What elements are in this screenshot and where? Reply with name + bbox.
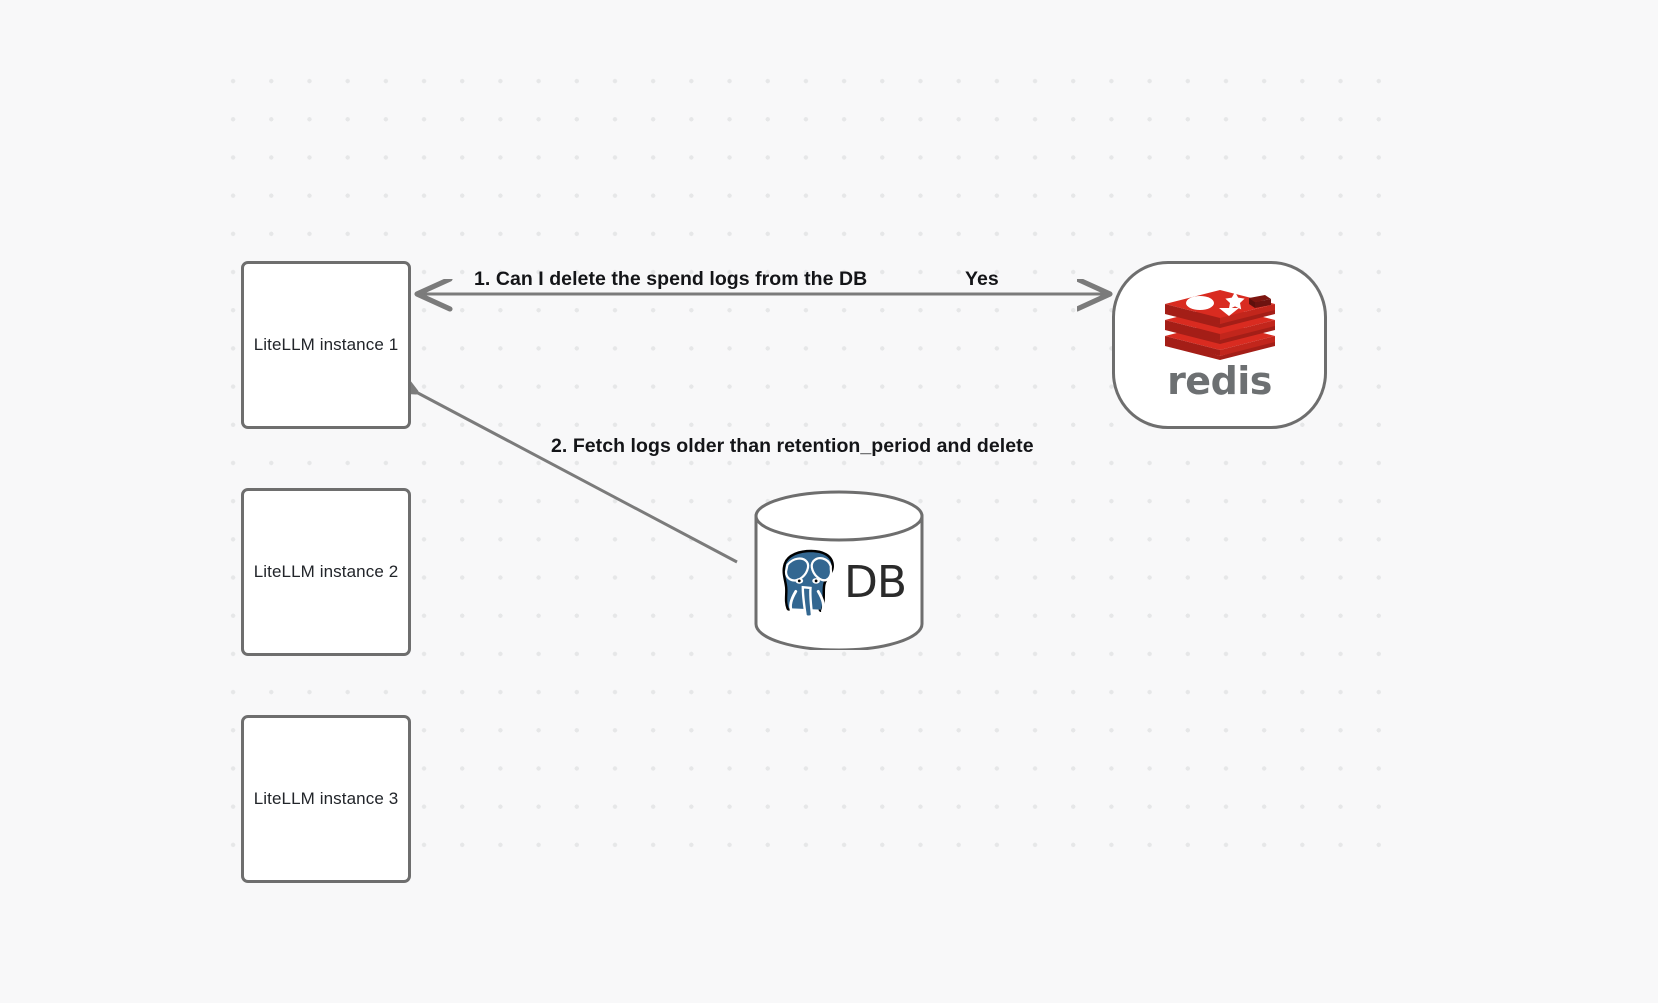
node-redis[interactable]: redis [1112, 261, 1327, 429]
node-litellm-instance-2[interactable]: LiteLLM instance 2 [241, 488, 411, 656]
edge-label-fetch-delete: 2. Fetch logs older than retention_perio… [551, 435, 1034, 457]
node-litellm-instance-3[interactable]: LiteLLM instance 3 [241, 715, 411, 883]
node-litellm-instance-1[interactable]: LiteLLM instance 1 [241, 261, 411, 429]
redis-stack-icon [1164, 290, 1275, 360]
redis-wordmark: redis [1167, 359, 1272, 403]
node-litellm-instance-3-label: LiteLLM instance 3 [253, 789, 399, 808]
edge-label-response: Yes [965, 268, 999, 290]
node-database[interactable]: DB [753, 490, 925, 652]
node-litellm-instance-1-label: LiteLLM instance 1 [253, 335, 399, 354]
edge-db-to-litellm1 [416, 392, 738, 564]
edge-label-request: 1. Can I delete the spend logs from the … [474, 268, 868, 290]
redis-logo-group: redis [1161, 286, 1279, 400]
database-cylinder-shape [754, 490, 924, 652]
postgresql-elephant-icon [782, 549, 834, 618]
database-logo-group: DB [753, 490, 925, 650]
database-label: DB [843, 557, 907, 608]
node-litellm-instance-2-label: LiteLLM instance 2 [253, 562, 399, 581]
